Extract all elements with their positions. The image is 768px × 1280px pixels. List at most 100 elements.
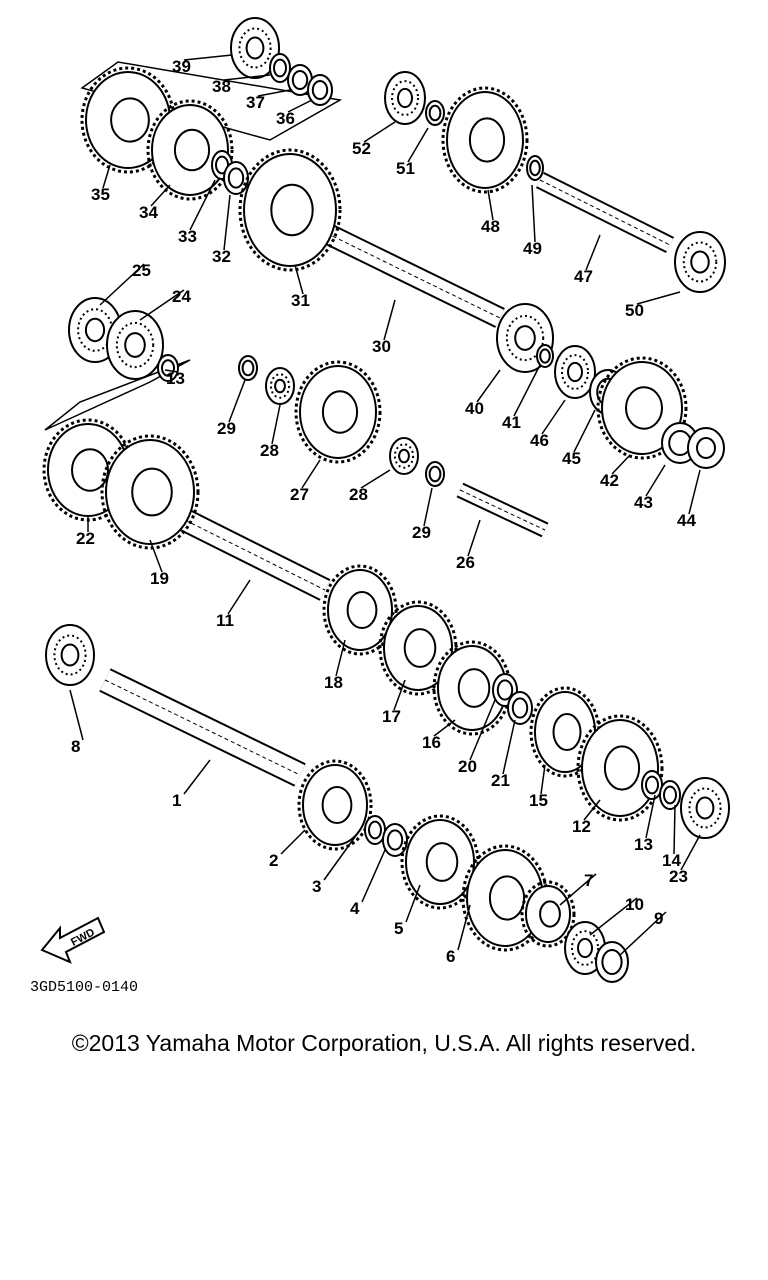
part-label-24: 24 bbox=[172, 287, 191, 306]
part-label-2: 2 bbox=[269, 851, 278, 870]
leader-46-48 bbox=[541, 399, 566, 435]
part-label-14: 14 bbox=[662, 851, 681, 870]
washer-bore-50 bbox=[601, 949, 623, 975]
washer-bore-39 bbox=[645, 775, 659, 795]
part-label-36: 36 bbox=[276, 109, 295, 128]
gear-33 bbox=[383, 605, 453, 691]
part-label-45: 45 bbox=[562, 449, 581, 468]
bearing-balls-1 bbox=[238, 27, 272, 69]
washer-bore-35 bbox=[496, 679, 514, 701]
drawing-code: 3GD5100-0140 bbox=[30, 979, 138, 996]
leader-9-8 bbox=[619, 911, 667, 956]
gear-12 bbox=[446, 91, 524, 189]
part-label-15: 15 bbox=[529, 791, 548, 810]
washer-13 bbox=[526, 155, 544, 181]
leader-6-5 bbox=[457, 904, 471, 951]
part-label-52: 52 bbox=[352, 139, 371, 158]
bearing-balls-42 bbox=[53, 634, 87, 676]
bearing-16 bbox=[106, 310, 164, 380]
leader-16-16 bbox=[433, 719, 456, 737]
nut-bore-29 bbox=[696, 437, 716, 459]
leader-43-45 bbox=[645, 464, 666, 497]
bearing-balls-25 bbox=[561, 354, 589, 390]
bearing-balls-10 bbox=[391, 80, 419, 116]
leader-39-41 bbox=[183, 54, 233, 61]
part-label-29: 29 bbox=[217, 419, 236, 438]
part-label-17: 17 bbox=[382, 707, 401, 726]
leader-33-35 bbox=[189, 179, 216, 231]
leader-51-53 bbox=[407, 127, 429, 163]
gear-32 bbox=[327, 569, 393, 651]
shaft-11-splines bbox=[184, 519, 326, 591]
part-label-33: 33 bbox=[178, 227, 197, 246]
leader-12-11 bbox=[583, 799, 601, 821]
gear-teeth-6 bbox=[146, 99, 234, 201]
gear-teeth-20 bbox=[294, 360, 382, 464]
gear-hub-47 bbox=[488, 875, 526, 921]
leader-34-36 bbox=[150, 184, 171, 207]
transmission-exploded-diagram: 1234567891011121313141516171819202122232… bbox=[30, 17, 730, 996]
gear-teeth-9 bbox=[238, 148, 342, 272]
leader-28-29 bbox=[360, 469, 391, 489]
part-label-50: 50 bbox=[625, 301, 644, 320]
gear-hub-5 bbox=[110, 97, 150, 143]
leader-28-28 bbox=[271, 404, 281, 445]
leader-40-42 bbox=[476, 369, 501, 403]
part-label-7: 7 bbox=[584, 871, 593, 890]
gear-46 bbox=[405, 819, 475, 905]
gear-hub-48 bbox=[539, 900, 561, 928]
leader-49-51 bbox=[531, 184, 536, 243]
gear-9 bbox=[243, 153, 337, 267]
part-label-23: 23 bbox=[669, 867, 688, 886]
bearing-42 bbox=[45, 624, 95, 686]
leader-29-31 bbox=[423, 487, 433, 527]
part-label-4: 4 bbox=[350, 899, 360, 918]
gear-hub-30 bbox=[71, 448, 109, 492]
gear-teeth-27 bbox=[596, 356, 688, 460]
copyright-notice: ©2013 Yamaha Motor Corporation, U.S.A. A… bbox=[71, 1030, 697, 1056]
part-label-51: 51 bbox=[396, 159, 415, 178]
leader-5-4 bbox=[405, 884, 421, 923]
part-label-10: 10 bbox=[625, 895, 644, 914]
main-axle-upper-shaft-splines bbox=[319, 229, 501, 319]
part-label-19: 19 bbox=[150, 569, 169, 588]
parts-layer bbox=[42, 17, 730, 983]
part-label-43: 43 bbox=[634, 493, 653, 512]
washer-45 bbox=[382, 823, 408, 857]
washer-2 bbox=[269, 53, 291, 83]
part-label-41: 41 bbox=[502, 413, 521, 432]
leader-10-9 bbox=[589, 897, 638, 936]
gear-hub-46 bbox=[425, 842, 459, 882]
washer-40 bbox=[659, 780, 681, 810]
washer-4 bbox=[307, 74, 333, 106]
gear-teeth-46 bbox=[400, 814, 480, 910]
washer-bore-36 bbox=[511, 697, 529, 719]
part-label-39: 39 bbox=[172, 57, 191, 76]
gear-hub-9 bbox=[270, 183, 314, 237]
collar-26-splines bbox=[459, 489, 546, 531]
leader-48-50 bbox=[487, 189, 494, 221]
gear-hub-37 bbox=[552, 713, 582, 751]
leader-52-54 bbox=[363, 121, 396, 143]
gear-20 bbox=[299, 365, 377, 459]
leader-lines bbox=[69, 54, 701, 956]
leader-11-10 bbox=[227, 579, 251, 615]
washer-bore-40 bbox=[663, 785, 677, 805]
part-label-32: 32 bbox=[212, 247, 231, 266]
leader-19-19 bbox=[149, 539, 163, 573]
gear-hub-6 bbox=[173, 128, 211, 172]
part-label-26: 26 bbox=[456, 553, 475, 572]
leader-35-37 bbox=[102, 164, 111, 189]
part-label-13: 13 bbox=[166, 369, 185, 388]
part-label-13: 13 bbox=[634, 835, 653, 854]
bearing-bore-16 bbox=[124, 332, 146, 358]
gear-hub-38 bbox=[603, 745, 641, 791]
gear-teeth-43 bbox=[297, 759, 373, 851]
washer-bore-2 bbox=[273, 58, 287, 78]
group-bracket-mid bbox=[44, 359, 191, 431]
bearing-balls-16 bbox=[115, 321, 155, 369]
gear-48 bbox=[525, 885, 571, 943]
gear-hub-20 bbox=[321, 390, 359, 434]
gear-teeth-48 bbox=[520, 880, 576, 948]
gear-hub-27 bbox=[625, 386, 663, 430]
